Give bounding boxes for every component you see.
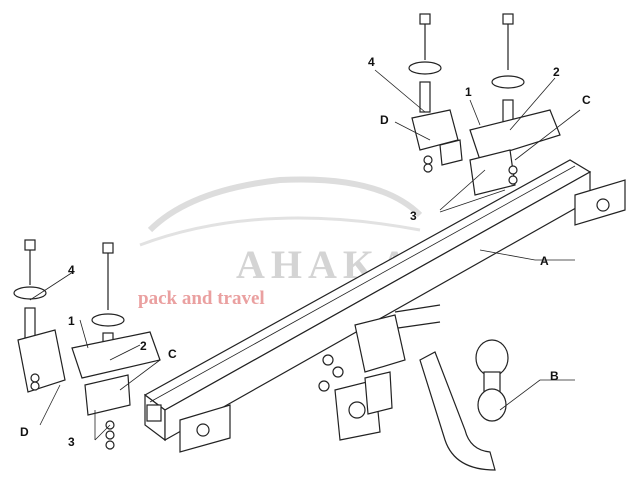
right-mount-assembly	[408, 13, 561, 196]
watermark-swoosh-icon	[139, 216, 421, 247]
label-1-right: 1	[465, 85, 472, 99]
main-cross-beam	[143, 159, 626, 453]
label-2-left: 2	[140, 339, 147, 353]
label-4-right: 4	[368, 55, 375, 69]
label-c-right: C	[582, 93, 591, 107]
label-4-left: 4	[68, 263, 75, 277]
label-d-right: D	[380, 113, 389, 127]
leader-lines	[29, 69, 581, 441]
label-3-left: 3	[68, 435, 75, 449]
tow-ball-hook	[419, 339, 509, 471]
center-bracket	[318, 304, 441, 441]
watermark-tagline: pack and travel	[138, 288, 265, 309]
label-c-left: C	[168, 347, 177, 361]
label-2-right: 2	[553, 65, 560, 79]
label-d-left: D	[20, 425, 29, 439]
watermark-car-icon	[147, 176, 423, 233]
label-3-right: 3	[410, 209, 417, 223]
label-b: B	[550, 369, 559, 383]
label-1-left: 1	[68, 314, 75, 328]
label-a: A	[540, 254, 549, 268]
